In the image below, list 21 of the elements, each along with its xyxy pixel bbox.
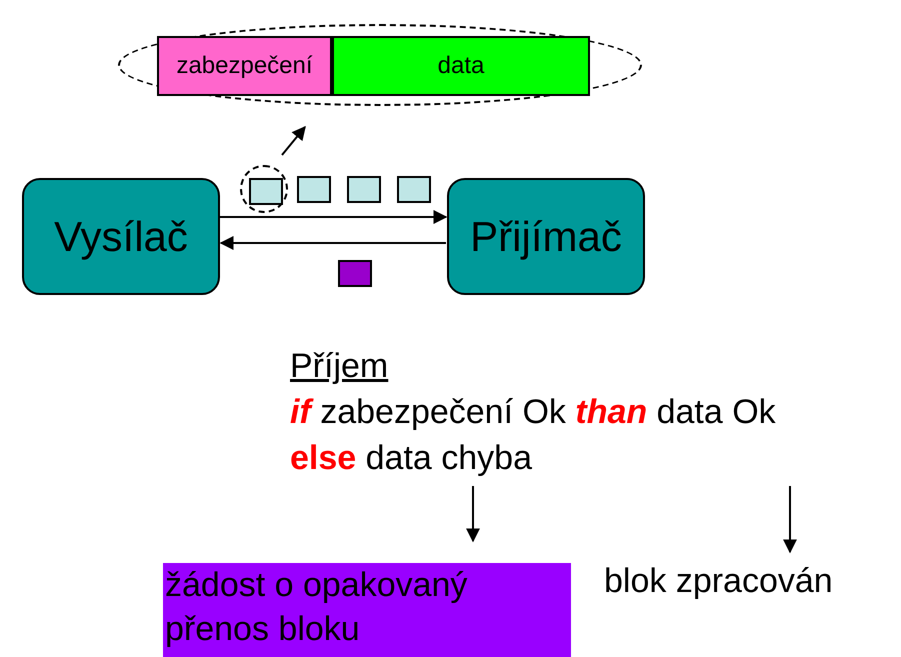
station-box: Vysílač <box>22 178 220 295</box>
arrow <box>783 486 797 554</box>
caption-text: blok zpracován <box>604 560 884 602</box>
dashed-circle <box>240 165 288 213</box>
field-box: zabezpečení <box>157 36 332 96</box>
packet-box <box>249 178 283 205</box>
arrow <box>220 236 446 250</box>
dashed-ellipse <box>118 24 642 106</box>
heading: Příjem <box>290 348 388 386</box>
arrow <box>466 486 480 542</box>
arrow <box>220 210 448 224</box>
field-box: data <box>332 36 590 96</box>
code-line: if zabezpečení Ok than data Ok <box>290 394 776 432</box>
packet-box <box>338 260 372 287</box>
packet-box <box>347 176 381 203</box>
code-line: else data chyba <box>290 440 532 478</box>
arrow <box>281 126 306 156</box>
station-box: Přijímač <box>447 178 645 295</box>
packet-box <box>297 176 331 203</box>
packet-box <box>397 176 431 203</box>
request-box: žádost o opakovaný přenos bloku <box>163 563 571 657</box>
